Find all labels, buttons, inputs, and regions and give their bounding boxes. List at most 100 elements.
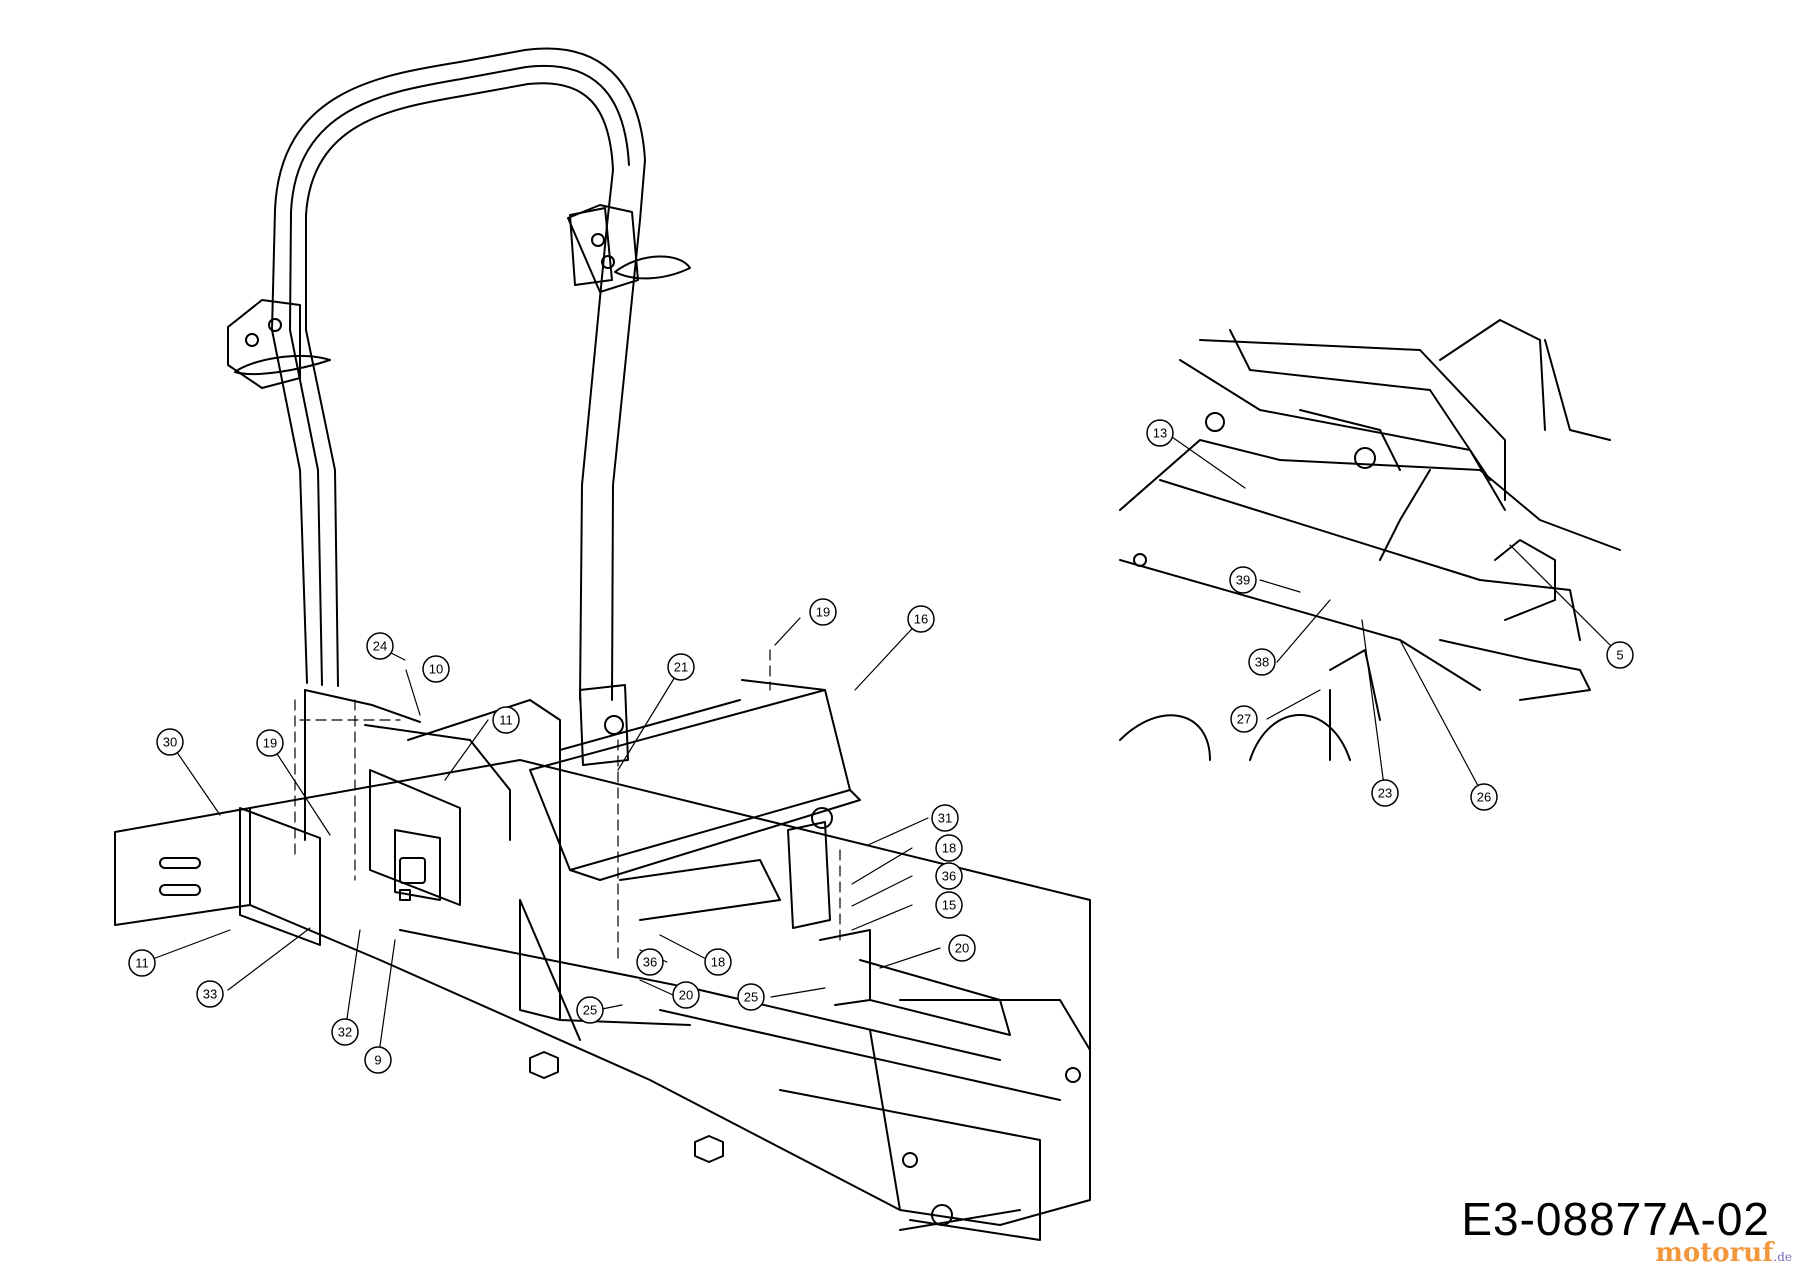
- watermark-tld: .de: [1773, 1250, 1792, 1264]
- callout-number: 24: [373, 639, 387, 654]
- callout-11: 11: [492, 706, 520, 734]
- callout-number: 38: [1255, 655, 1269, 670]
- callout-15: 15: [935, 891, 963, 919]
- callout-number: 31: [938, 811, 952, 826]
- callout-circle: [196, 980, 224, 1008]
- callout-circle: [1606, 641, 1634, 669]
- callout-number: 32: [338, 1025, 352, 1040]
- callout-24: 24: [366, 632, 394, 660]
- callout-33: 33: [196, 980, 224, 1008]
- callout-30: 30: [156, 728, 184, 756]
- callout-circle: [422, 655, 450, 683]
- callout-circle: [156, 728, 184, 756]
- callout-number: 19: [263, 736, 277, 751]
- callout-circle: [809, 598, 837, 626]
- callout-number: 13: [1153, 426, 1167, 441]
- callout-number: 36: [643, 955, 657, 970]
- callout-10: 10: [422, 655, 450, 683]
- callout-circle: [704, 948, 732, 976]
- callout-20: 20: [672, 981, 700, 1009]
- chassis-frame: [114, 759, 1091, 1241]
- leader-lines: [141, 436, 1621, 1061]
- callout-circle: [256, 729, 284, 757]
- callout-39: 39: [1229, 566, 1257, 594]
- callout-27: 27: [1230, 705, 1258, 733]
- callout-18: 18: [935, 834, 963, 862]
- callout-number: 20: [679, 988, 693, 1003]
- callout-19: 19: [256, 729, 284, 757]
- callout-25: 25: [576, 996, 604, 1024]
- callout-circle: [1248, 648, 1276, 676]
- callout-9: 9: [364, 1046, 392, 1074]
- callout-number: 19: [816, 605, 830, 620]
- callout-circle: [1470, 783, 1498, 811]
- callout-13: 13: [1146, 419, 1174, 447]
- watermark-logo: motoruf.de: [1655, 1238, 1792, 1268]
- seat-pan: [529, 679, 861, 881]
- callout-36: 36: [935, 862, 963, 890]
- callout-number: 10: [429, 662, 443, 677]
- callout-circle: [737, 983, 765, 1011]
- callout-circle: [672, 981, 700, 1009]
- callout-number: 23: [1378, 786, 1392, 801]
- callout-number: 9: [374, 1053, 381, 1068]
- callout-circle: [128, 949, 156, 977]
- callout-circle: [667, 653, 695, 681]
- callout-18: 18: [704, 948, 732, 976]
- callout-circle: [1146, 419, 1174, 447]
- callout-number: 21: [674, 660, 688, 675]
- callout-circle: [636, 948, 664, 976]
- callout-11: 11: [128, 949, 156, 977]
- callout-36: 36: [636, 948, 664, 976]
- seat-rail-brackets: [619, 821, 1011, 1036]
- callout-number: 18: [942, 841, 956, 856]
- callout-19: 19: [809, 598, 837, 626]
- callout-23: 23: [1371, 779, 1399, 807]
- callout-16: 16: [907, 605, 935, 633]
- callout-number: 18: [711, 955, 725, 970]
- callout-bubbles: 19 16 24 10 21 11 30 19 31 18 36 15 20 11 36 18 20 25 25 33…: [128, 419, 1634, 1074]
- assembly-lines: [294, 649, 841, 961]
- callout-32: 32: [331, 1018, 359, 1046]
- callout-number: 11: [135, 956, 149, 971]
- detail-inset: [1119, 319, 1621, 761]
- callout-circle: [935, 862, 963, 890]
- callout-circle: [1230, 705, 1258, 733]
- callout-20: 20: [948, 934, 976, 962]
- callout-circle: [364, 1046, 392, 1074]
- callout-number: 20: [955, 941, 969, 956]
- callout-number: 26: [1477, 790, 1491, 805]
- callout-number: 25: [744, 990, 758, 1005]
- callout-number: 36: [942, 869, 956, 884]
- callout-number: 30: [163, 735, 177, 750]
- callout-number: 5: [1616, 648, 1623, 663]
- callout-number: 33: [203, 987, 217, 1002]
- callout-number: 15: [942, 898, 956, 913]
- callout-number: 39: [1236, 573, 1250, 588]
- callout-5: 5: [1606, 641, 1634, 669]
- callout-circle: [1229, 566, 1257, 594]
- callout-circle: [907, 605, 935, 633]
- callout-circle: [935, 891, 963, 919]
- callout-circle: [366, 632, 394, 660]
- drawing-code: E3-08877A-02: [1461, 1193, 1770, 1245]
- seat-support-brackets: [239, 689, 691, 1026]
- callout-21: 21: [667, 653, 695, 681]
- rollover-bar: [227, 47, 691, 766]
- callout-number: 27: [1237, 712, 1251, 727]
- callout-circle: [948, 934, 976, 962]
- callout-circle: [1371, 779, 1399, 807]
- callout-25: 25: [737, 983, 765, 1011]
- callout-circle: [576, 996, 604, 1024]
- callout-circle: [331, 1018, 359, 1046]
- watermark-text: motoruf: [1655, 1238, 1774, 1268]
- callout-number: 16: [914, 612, 928, 627]
- callout-number: 11: [499, 713, 513, 728]
- callout-circle: [492, 706, 520, 734]
- callout-26: 26: [1470, 783, 1498, 811]
- callout-31: 31: [931, 804, 959, 832]
- callout-38: 38: [1248, 648, 1276, 676]
- callout-circle: [935, 834, 963, 862]
- callout-circle: [931, 804, 959, 832]
